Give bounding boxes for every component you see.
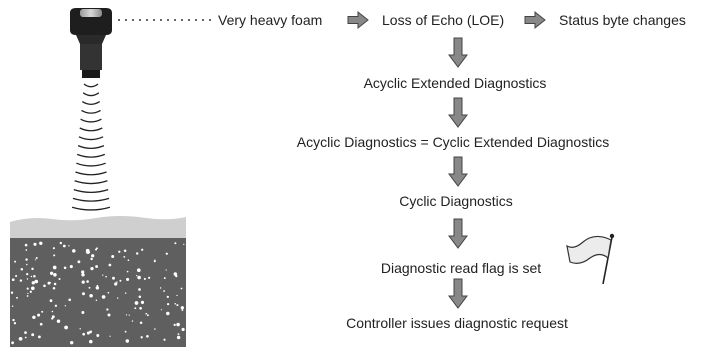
step-cyclic-diagnostics: Cyclic Diagnostics bbox=[399, 193, 513, 209]
step-controller-diagnostic-request: Controller issues diagnostic request bbox=[346, 315, 568, 331]
echo-wave-arc bbox=[75, 171, 107, 176]
echo-wave-arc bbox=[81, 109, 101, 114]
echo-wave-arc bbox=[77, 145, 105, 149]
foam-liquid-tank-icon bbox=[10, 216, 186, 347]
flag-icon bbox=[566, 233, 615, 285]
echo-wave-arc bbox=[72, 197, 110, 202]
very-heavy-foam-label: Very heavy foam bbox=[218, 12, 323, 28]
echo-wave-arc bbox=[74, 180, 108, 185]
step-diagnostic-read-flag: Diagnostic read flag is set bbox=[380, 260, 542, 276]
echo-wave-arc bbox=[83, 83, 99, 88]
echo-wave-icon bbox=[71, 83, 111, 211]
arrow-down-icon bbox=[448, 218, 468, 249]
arrow-right-icon bbox=[347, 10, 369, 30]
arrow-down-icon bbox=[448, 37, 468, 68]
echo-wave-arc bbox=[76, 153, 106, 158]
arrow-down-icon bbox=[448, 156, 468, 187]
step-acyclic-extended-diagnostics: Acyclic Extended Diagnostics bbox=[363, 75, 547, 91]
echo-wave-arc bbox=[71, 206, 111, 211]
echo-wave-arc bbox=[78, 136, 104, 141]
status-byte-changes-label: Status byte changes bbox=[559, 12, 686, 28]
ultrasonic-transducer-icon bbox=[70, 8, 112, 78]
echo-wave-arc bbox=[76, 162, 106, 167]
arrow-right-icon bbox=[524, 10, 546, 30]
arrow-down-icon bbox=[448, 278, 468, 309]
step-acyclic-equals-cyclic-extended: Acyclic Diagnostics = Cyclic Extended Di… bbox=[296, 134, 610, 150]
arrow-down-icon bbox=[448, 97, 468, 128]
loss-of-echo-label: Loss of Echo (LOE) bbox=[382, 12, 505, 28]
echo-wave-arc bbox=[80, 118, 102, 123]
echo-wave-arc bbox=[73, 188, 109, 193]
echo-wave-arc bbox=[81, 101, 101, 105]
echo-wave-arc bbox=[79, 127, 103, 132]
echo-wave-arc bbox=[82, 92, 100, 97]
